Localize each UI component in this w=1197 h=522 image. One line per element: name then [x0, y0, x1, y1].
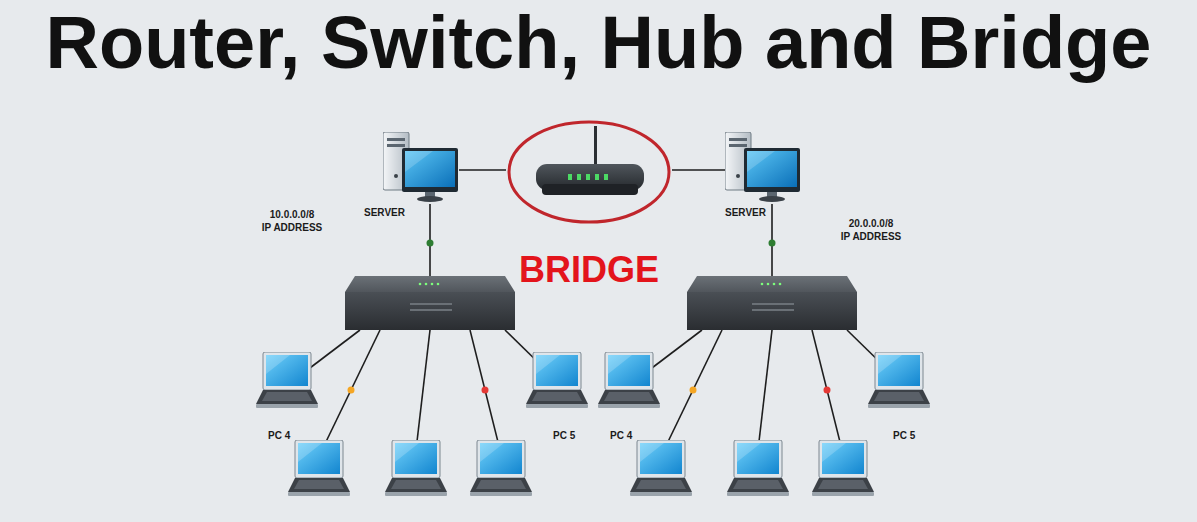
server-computer-graphic: [383, 132, 458, 202]
ip-address-note: IP ADDRESS: [247, 222, 337, 234]
client-laptop-icon: [868, 352, 930, 410]
client-laptop: [288, 440, 350, 496]
client-laptop-graphic: [598, 352, 660, 408]
network-link: [672, 169, 725, 171]
server-computer-graphic: [725, 132, 800, 202]
switch-led: [419, 283, 422, 286]
switch-cluster: [288, 204, 548, 496]
client-laptop: PC 5: [526, 352, 588, 442]
client-laptop: PC 5: [868, 352, 930, 442]
device-label: PC 4: [610, 430, 660, 442]
network-wire: [322, 330, 380, 450]
client-laptop: PC 4: [256, 352, 318, 442]
switch-port-row: [410, 303, 452, 305]
client-laptop-icon: [526, 352, 588, 410]
client-laptop: [385, 440, 447, 496]
switch-led: [437, 283, 440, 286]
bridge-device: BRIDGE: [506, 118, 672, 288]
device-title: BRIDGE: [506, 252, 672, 288]
link-dot: [348, 387, 355, 394]
device-label: PC 5: [893, 430, 930, 442]
client-laptop: [470, 440, 532, 496]
client-laptop-icon: [598, 352, 660, 410]
client-laptop: PC 4: [598, 352, 660, 442]
switch-top: [345, 276, 515, 292]
ip-address-note: 10.0.0.0/8: [247, 209, 337, 221]
link-dot: [427, 240, 434, 247]
server-computer-icon: [383, 132, 459, 204]
client-laptop-graphic: [256, 352, 318, 408]
switch-front: [345, 292, 515, 330]
title: Router, Switch, Hub and Bridge: [0, 6, 1197, 80]
client-laptop-graphic: [526, 352, 588, 408]
link-dot: [482, 387, 489, 394]
network-wire: [470, 330, 500, 450]
server-computer: SERVER: [725, 132, 801, 219]
switch-cluster: [630, 204, 890, 496]
device-label: PC 4: [268, 430, 318, 442]
switch-port-row: [410, 309, 452, 311]
server-computer: SERVER: [360, 132, 459, 219]
switch-led: [425, 283, 428, 286]
server-computer-icon: [725, 132, 801, 204]
ip-address-note: IP ADDRESS: [826, 231, 916, 243]
device-label: PC 5: [553, 430, 588, 442]
network-wire: [416, 330, 430, 450]
client-laptop-icon: [256, 352, 318, 410]
client-laptop-graphic: [868, 352, 930, 408]
device-label: SERVER: [364, 207, 459, 219]
bridge-device-graphic: [509, 122, 669, 222]
bridge-device-icon: [506, 118, 672, 226]
switch-led: [431, 283, 434, 286]
ip-address-note: 20.0.0.0/8: [826, 218, 916, 230]
network-link: [459, 169, 506, 171]
device-label: SERVER: [725, 207, 801, 219]
